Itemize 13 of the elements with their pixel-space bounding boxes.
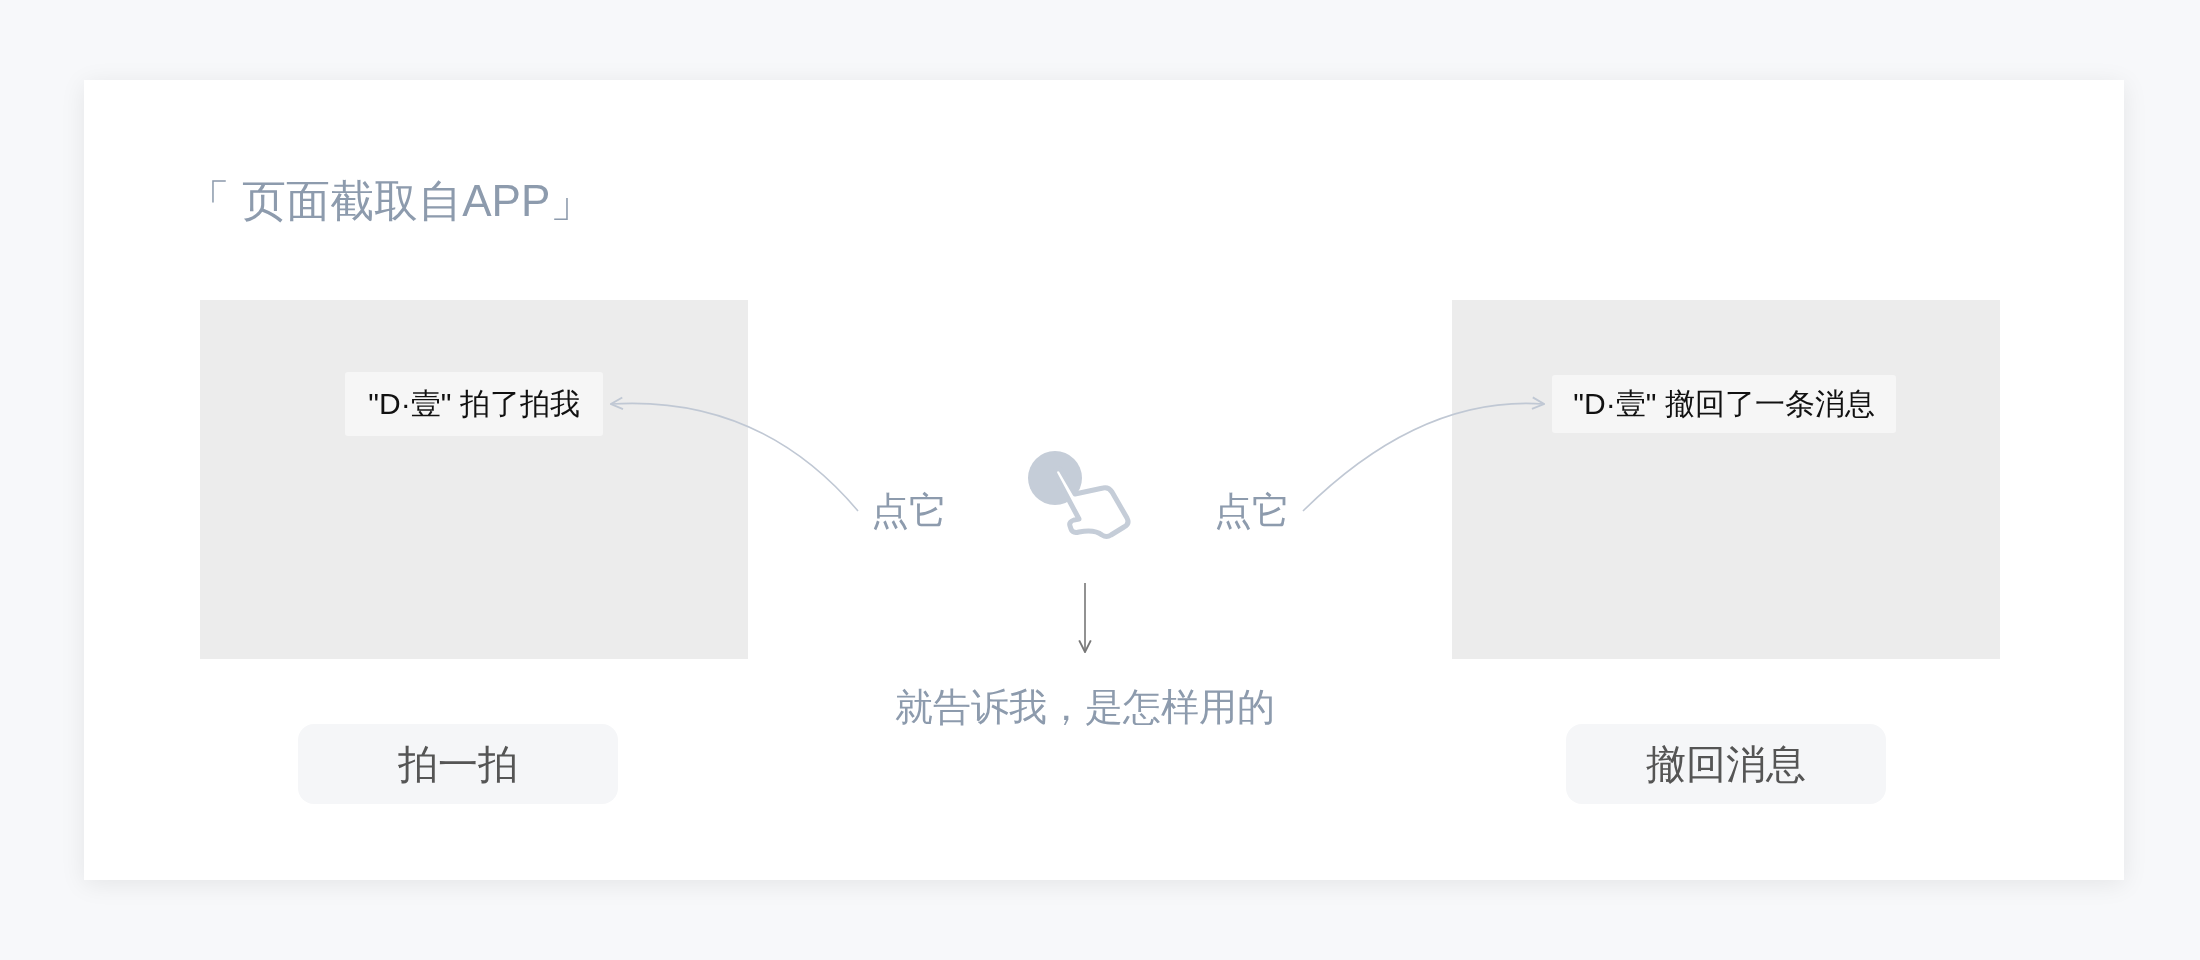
note-text: 就告诉我，是怎样用的 bbox=[870, 680, 1300, 734]
hint-text: 点它 bbox=[1209, 485, 1295, 537]
title: 「 页面截取自APP」 bbox=[186, 175, 595, 227]
arrow bbox=[610, 396, 859, 512]
message-bubble: "D·壹" 拍了拍我 bbox=[345, 372, 603, 436]
screenshot-area bbox=[200, 300, 748, 659]
arrow bbox=[1078, 582, 1092, 653]
screenshot-area bbox=[1452, 300, 2000, 659]
feature-button: 撤回消息 bbox=[1566, 724, 1886, 804]
arrow bbox=[1302, 396, 1545, 512]
message-bubble: "D·壹" 撤回了一条消息 bbox=[1552, 375, 1896, 433]
feature-button: 拍一拍 bbox=[298, 724, 618, 804]
hint-text: 点它 bbox=[866, 485, 952, 537]
